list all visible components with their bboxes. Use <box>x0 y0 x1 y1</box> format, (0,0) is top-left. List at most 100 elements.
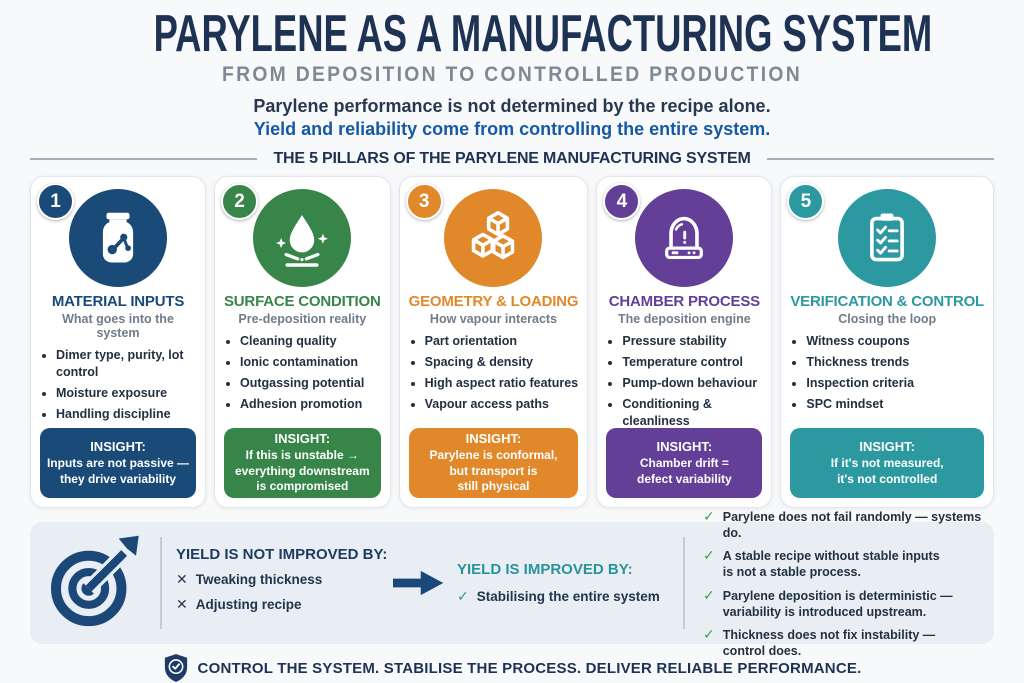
pillar-title: MATERIAL INPUTS <box>51 293 185 310</box>
bullet-item: Pump-down behaviour <box>622 375 762 392</box>
not-improved-item: ✕ Tweaking thickness <box>176 571 381 588</box>
takeaway-item: ✓ Parylene deposition is deterministic —… <box>703 586 982 621</box>
insight-label: INSIGHT: <box>465 431 522 447</box>
bullet-item: Moisture exposure <box>56 385 196 402</box>
bullet-item: Adhesion promotion <box>240 396 381 413</box>
pillar-card-geometry-loading: 3 GEOMETRY & LOADING How vapour interact… <box>398 176 589 508</box>
insight-label: INSIGHT: <box>90 438 146 454</box>
yield-improved-block: YIELD IS IMPROVED BY: ✓ Stabilising the … <box>457 561 669 605</box>
chamber-icon <box>635 189 734 287</box>
pillar-bullets: Part orientation Spacing & density High … <box>409 333 579 413</box>
pillar-card-surface-condition: 2 SURFACE CONDITION Pre-deposition reali… <box>214 176 391 508</box>
pillar-title: CHAMBER PROCESS <box>608 293 760 310</box>
pillar-number-badge: 1 <box>37 183 74 220</box>
takeaway-text: Parylene does not fail randomly — system… <box>722 509 982 540</box>
footer: CONTROL THE SYSTEM. STABILISE THE PROCES… <box>0 653 1024 683</box>
check-icon: ✓ <box>703 586 715 603</box>
pillar-bullets: Cleaning quality Ionic contamination Out… <box>224 333 381 413</box>
intro-line-2: Yield and reliability come from controll… <box>253 119 771 139</box>
pillar-title: VERIFICATION & CONTROL <box>790 293 985 310</box>
bullet-item: Witness coupons <box>806 333 984 350</box>
pillar-subtitle: Closing the loop <box>838 312 937 326</box>
bullet-item: Temperature control <box>622 354 762 371</box>
takeaways-list: ✓ Parylene does not fail randomly — syst… <box>699 507 982 660</box>
pillar-card-verification-control: 5 VERIFICATION & CONTROL Closing the loo… <box>780 176 995 508</box>
insight-box: INSIGHT: If this is unstable → everythin… <box>224 428 381 498</box>
yield-improved-heading: YIELD IS IMPROVED BY: <box>457 561 633 578</box>
bullet-item: Handling discipline <box>56 406 196 423</box>
heading-rule-right <box>766 158 995 160</box>
pillar-title: SURFACE CONDITION <box>224 293 381 310</box>
bullet-item: SPC mindset <box>806 396 984 413</box>
pillar-bullets: Pressure stability Temperature control P… <box>606 333 762 429</box>
bullet-item: Part orientation <box>425 333 579 350</box>
bullet-item: Inspection criteria <box>806 375 984 392</box>
pillars-heading: THE 5 PILLARS OF THE PARYLENE MANUFACTUR… <box>273 150 751 167</box>
takeaway-item: ✓ A stable recipe without stable inputs … <box>703 546 982 581</box>
insight-box: INSIGHT: Parylene is conformal, but tran… <box>408 428 579 498</box>
bullet-item: Conditioning & cleanliness <box>622 396 762 430</box>
check-icon: ✓ <box>703 547 715 563</box>
takeaway-item: ✓ Thickness does not fix instability — c… <box>703 625 982 660</box>
bullet-item: Pressure stability <box>622 333 762 350</box>
takeaway-text: Thickness does not fix instability — con… <box>722 628 936 659</box>
insight-label: INSIGHT: <box>859 438 915 454</box>
not-improved-text: Adjusting recipe <box>195 596 302 612</box>
insight-box: INSIGHT: Inputs are not passive — they d… <box>40 428 196 498</box>
pillar-number-badge: 3 <box>405 183 443 220</box>
improved-text: Stabilising the entire system <box>476 589 660 604</box>
takeaway-item: ✓ Parylene does not fail randomly — syst… <box>703 507 982 542</box>
pillar-title: GEOMETRY & LOADING <box>408 293 579 310</box>
x-icon: ✕ <box>176 570 188 587</box>
pillar-subtitle: Pre-deposition reality <box>238 312 367 326</box>
intro-line-1: Parylene performance is not determined b… <box>253 96 771 116</box>
check-icon: ✓ <box>457 588 469 604</box>
insight-label: INSIGHT: <box>656 438 713 454</box>
pillars-heading-row: THE 5 PILLARS OF THE PARYLENE MANUFACTUR… <box>30 150 995 168</box>
x-icon: ✕ <box>176 595 188 612</box>
cubes-icon <box>444 189 543 287</box>
pillar-number-badge: 2 <box>221 183 258 220</box>
bullet-item: Spacing & density <box>425 354 579 371</box>
droplet-surface-icon <box>253 189 352 287</box>
bullet-item: High aspect ratio features <box>425 375 579 392</box>
jar-molecule-icon <box>69 189 167 287</box>
pillar-bullets: Witness coupons Thickness trends Inspect… <box>790 333 984 413</box>
bullet-item: Thickness trends <box>806 354 984 371</box>
insight-box: INSIGHT: Chamber drift = defect variabil… <box>606 428 763 498</box>
pillar-card-material-inputs: 1 MATERIAL INPUTS What goes into the sys… <box>30 176 206 508</box>
insight-text: If it's not measured, it's not controlle… <box>830 455 944 486</box>
yield-not-improved-block: YIELD IS NOT IMPROVED BY: ✕ Tweaking thi… <box>176 545 388 621</box>
improved-item: ✓ Stabilising the entire system <box>457 588 669 605</box>
insight-text: Parylene is conformal, but transport is … <box>429 448 558 494</box>
check-icon: ✓ <box>703 507 715 524</box>
target-arrow-icon <box>46 533 146 633</box>
yield-summary-panel: YIELD IS NOT IMPROVED BY: ✕ Tweaking thi… <box>30 508 994 658</box>
check-icon: ✓ <box>703 626 715 642</box>
bullet-item: Dimer type, purity, lot control <box>56 347 196 381</box>
insight-text: If this is unstable → everything downstr… <box>234 448 370 494</box>
pillar-card-chamber-process: 4 CHAMBER PROCESS The deposition engine … <box>596 176 773 508</box>
pillar-subtitle: How vapour interacts <box>429 312 558 326</box>
insight-label: INSIGHT: <box>274 431 331 447</box>
pillar-subtitle: The deposition engine <box>618 312 751 326</box>
footer-tagline: CONTROL THE SYSTEM. STABILISE THE PROCES… <box>197 659 862 677</box>
pillar-subtitle: What goes into the system <box>62 312 174 340</box>
clipboard-checklist-icon <box>838 189 937 287</box>
bullet-item: Ionic contamination <box>240 354 381 371</box>
pillar-bullets: Dimer type, purity, lot control Moisture… <box>40 347 196 423</box>
insight-text: Chamber drift = defect variability <box>637 455 732 486</box>
not-improved-text: Tweaking thickness <box>195 571 323 587</box>
page-subtitle: FROM DEPOSITION TO CONTROLLED PRODUCTION <box>221 63 803 86</box>
page-title: PARYLENE AS A MANUFACTURING SYSTEM <box>153 5 933 63</box>
pillar-number-badge: 5 <box>787 183 825 220</box>
header: PARYLENE AS A MANUFACTURING SYSTEM FROM … <box>0 0 1024 168</box>
insight-text: Inputs are not passive — they drive vari… <box>46 455 190 486</box>
bullet-item: Outgassing potential <box>240 375 381 392</box>
right-arrow-icon <box>393 568 445 598</box>
pillar-number-badge: 4 <box>603 183 641 220</box>
yield-not-improved-heading: YIELD IS NOT IMPROVED BY: <box>176 545 388 563</box>
pillar-cards-row: 1 MATERIAL INPUTS What goes into the sys… <box>30 176 995 508</box>
not-improved-item: ✕ Adjusting recipe <box>176 596 381 613</box>
